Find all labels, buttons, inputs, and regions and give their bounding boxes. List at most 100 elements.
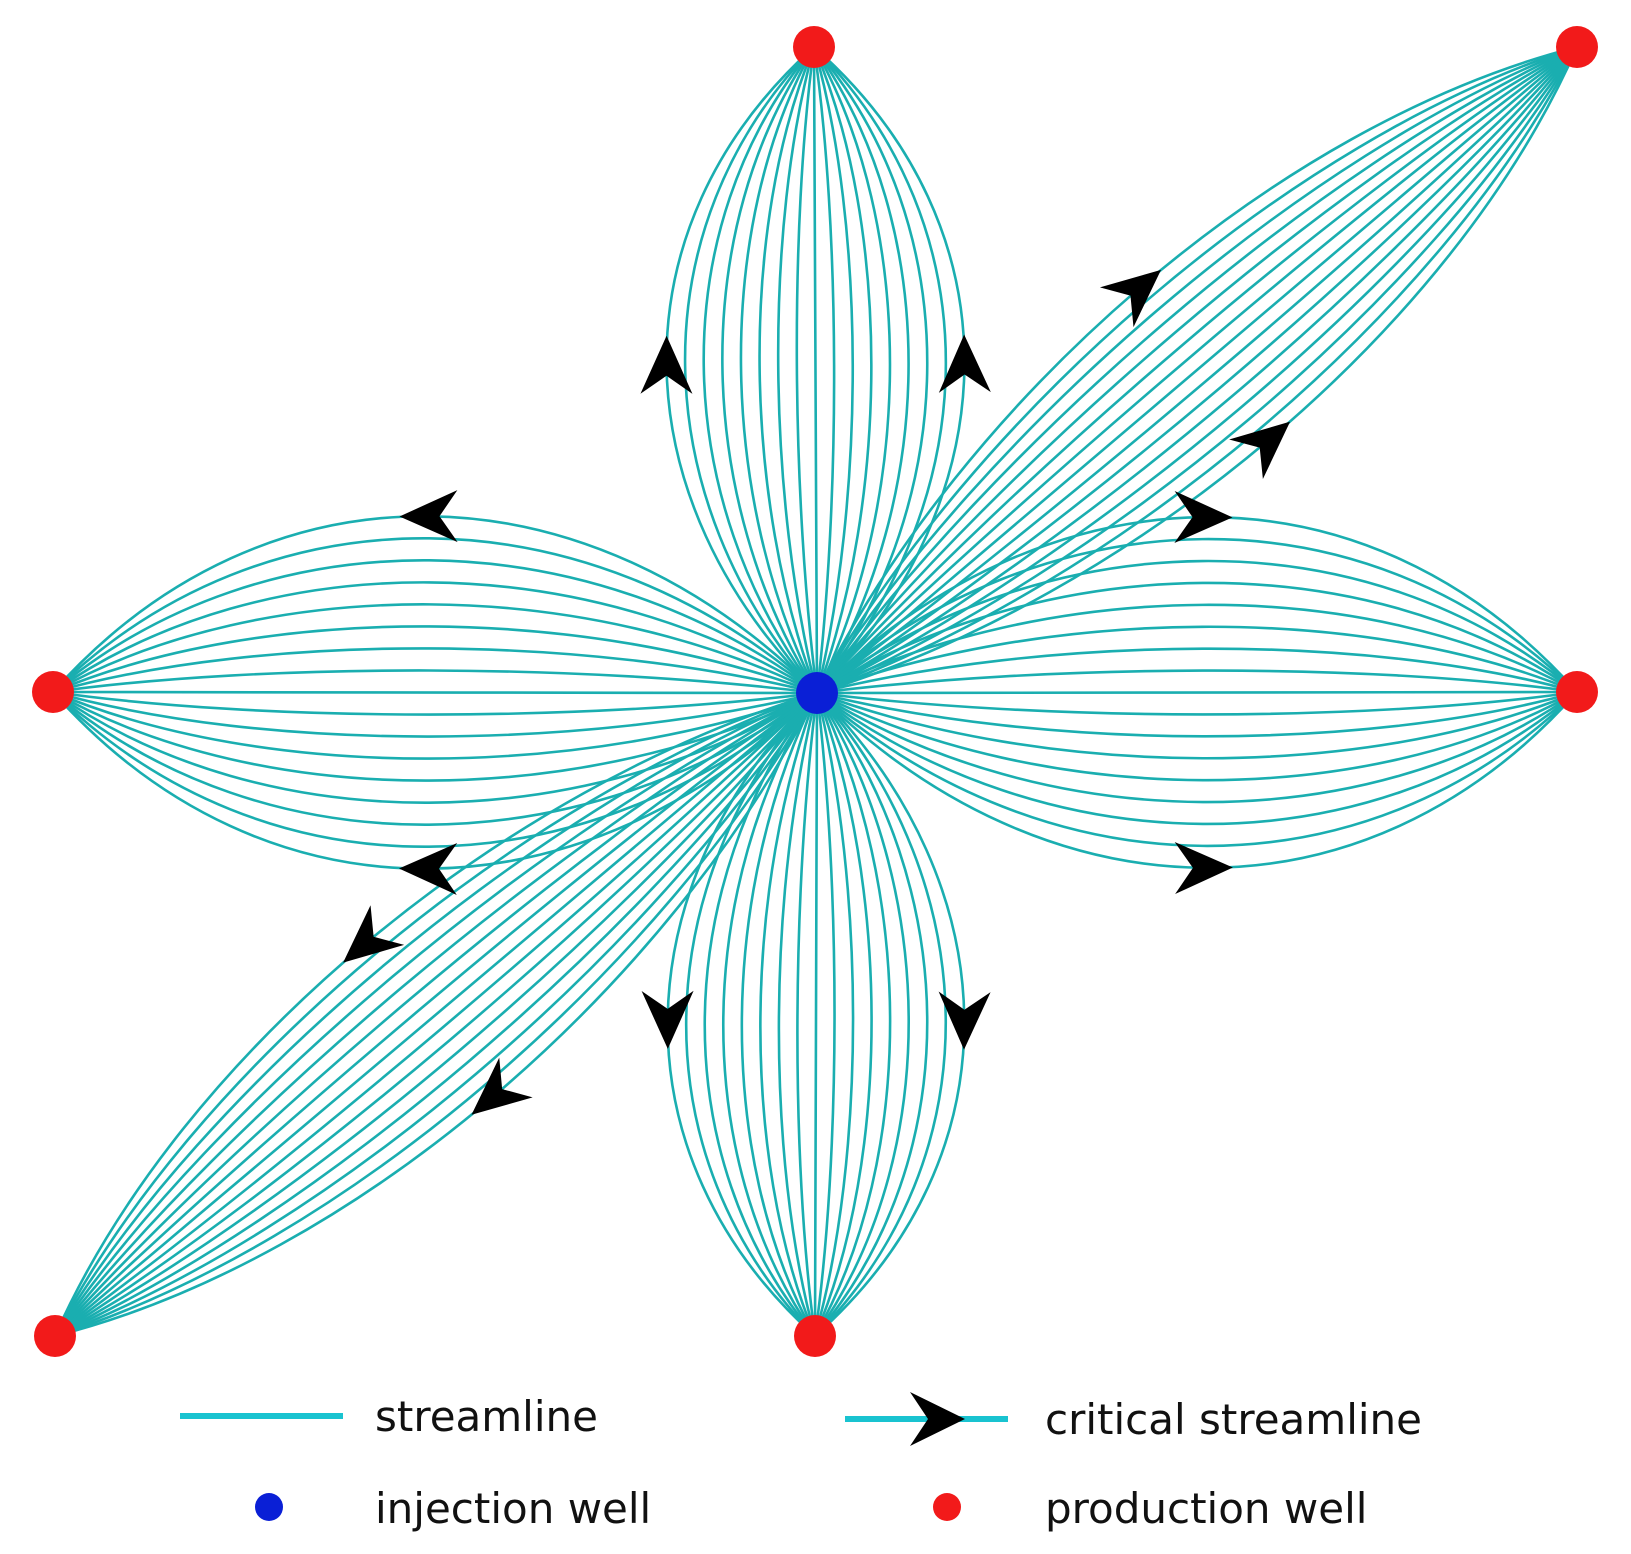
streamline: [702, 46, 819, 694]
production-well-top-middle: [793, 26, 835, 68]
streamline: [816, 537, 1578, 694]
streamline: [816, 46, 1578, 695]
streamline: [684, 692, 818, 1337]
streamline: [52, 690, 818, 716]
production-well-bottom-left: [34, 1315, 76, 1357]
streamline: [816, 559, 1578, 695]
legend-production-well-icon: [933, 1493, 961, 1521]
streamline: [52, 603, 818, 695]
legend-critical-streamline-label: critical streamline: [1045, 1395, 1422, 1444]
streamline: [740, 692, 819, 1337]
streamline: [815, 45, 1578, 694]
streamline: [52, 690, 818, 738]
streamline: [54, 692, 819, 1338]
streamline: [776, 46, 819, 694]
streamline: [813, 692, 892, 1337]
streamline: [52, 690, 818, 760]
critical-streamline-arrow-left-middle-a: [399, 842, 458, 895]
streamline: [795, 46, 819, 694]
streamline: [52, 669, 818, 695]
streamline: [683, 46, 818, 694]
streamline: [54, 692, 819, 1338]
streamline: [722, 692, 819, 1337]
streamline: [759, 692, 819, 1337]
streamline: [813, 692, 836, 1337]
streamline: [52, 690, 818, 695]
legend-injection-well-icon: [255, 1493, 283, 1521]
streamline: [816, 690, 1578, 695]
streamline: [816, 45, 1578, 694]
production-well-top-right: [1556, 26, 1598, 68]
critical-streamline-arrow-right-middle-a: [1174, 491, 1233, 544]
streamline: [52, 691, 818, 848]
critical-streamline-arrow-bottom-left-b: [343, 905, 405, 963]
streamline: [816, 690, 1578, 760]
critical-arrow-group: [343, 269, 1291, 1115]
streamline: [721, 46, 819, 694]
streamline: [816, 581, 1578, 695]
streamline: [53, 691, 818, 1337]
streamline: [52, 581, 818, 695]
critical-streamline-arrow-bottom-left-a: [471, 1057, 533, 1115]
streamline: [815, 45, 1578, 694]
streamline: [52, 559, 818, 695]
streamline: [777, 692, 819, 1337]
critical-streamline-arrow-bottom-middle-a: [938, 991, 991, 1050]
streamline: [816, 45, 1578, 694]
critical-streamline-arrow-top-middle-a: [640, 335, 693, 394]
legend: streamline critical streamline injection…: [180, 1392, 1422, 1533]
streamline: [54, 691, 818, 1337]
streamline: [54, 691, 818, 1337]
streamline: [54, 692, 819, 1338]
streamline: [816, 647, 1578, 695]
critical-streamline-arrow-top-right-b: [1229, 421, 1291, 480]
streamline: [52, 691, 818, 826]
streamline: [816, 46, 1579, 695]
streamline: [54, 692, 818, 1338]
legend-injection-well-label: injection well: [375, 1484, 651, 1533]
streamline: [54, 692, 818, 1338]
streamline: [815, 45, 1578, 694]
production-well-right-middle: [1556, 671, 1598, 713]
streamline: [53, 691, 818, 1337]
critical-streamline-arrow-top-right-a: [1099, 269, 1162, 328]
streamline: [816, 603, 1578, 695]
streamline: [816, 625, 1578, 695]
legend-streamline-label: streamline: [375, 1392, 598, 1441]
streamline: [814, 692, 929, 1337]
streamline: [758, 46, 819, 694]
streamline: [813, 692, 855, 1337]
streamline: [54, 692, 819, 1338]
streamline: [816, 46, 1578, 694]
streamline: [816, 46, 1579, 695]
streamline: [54, 692, 818, 1337]
injection-well: [796, 672, 838, 714]
critical-streamline-arrow-right-middle-b: [1174, 842, 1233, 895]
streamline: [812, 46, 910, 694]
streamline: [52, 647, 818, 695]
streamline: [816, 691, 1578, 826]
streamline: [813, 692, 910, 1337]
streamline: [812, 46, 873, 694]
production-well-left-middle: [32, 671, 74, 713]
streamline: [813, 46, 948, 694]
streamline: [814, 692, 948, 1337]
streamline: [796, 692, 819, 1337]
streamline: [816, 46, 1578, 695]
streamline: [812, 46, 819, 694]
streamline-group: [52, 45, 1579, 1338]
streamline: [816, 690, 1578, 738]
streamline: [816, 46, 1579, 695]
streamline: [816, 690, 1578, 716]
production-well-bottom-middle: [794, 1315, 836, 1357]
streamline: [816, 690, 1578, 804]
streamline: [812, 46, 855, 694]
streamline: [813, 692, 873, 1337]
legend-critical-arrow-icon: [910, 1392, 965, 1446]
streamline: [52, 690, 818, 782]
well-group: [32, 26, 1598, 1357]
streamline: [815, 45, 1578, 694]
streamline: [52, 690, 818, 804]
legend-production-well-label: production well: [1045, 1484, 1367, 1533]
